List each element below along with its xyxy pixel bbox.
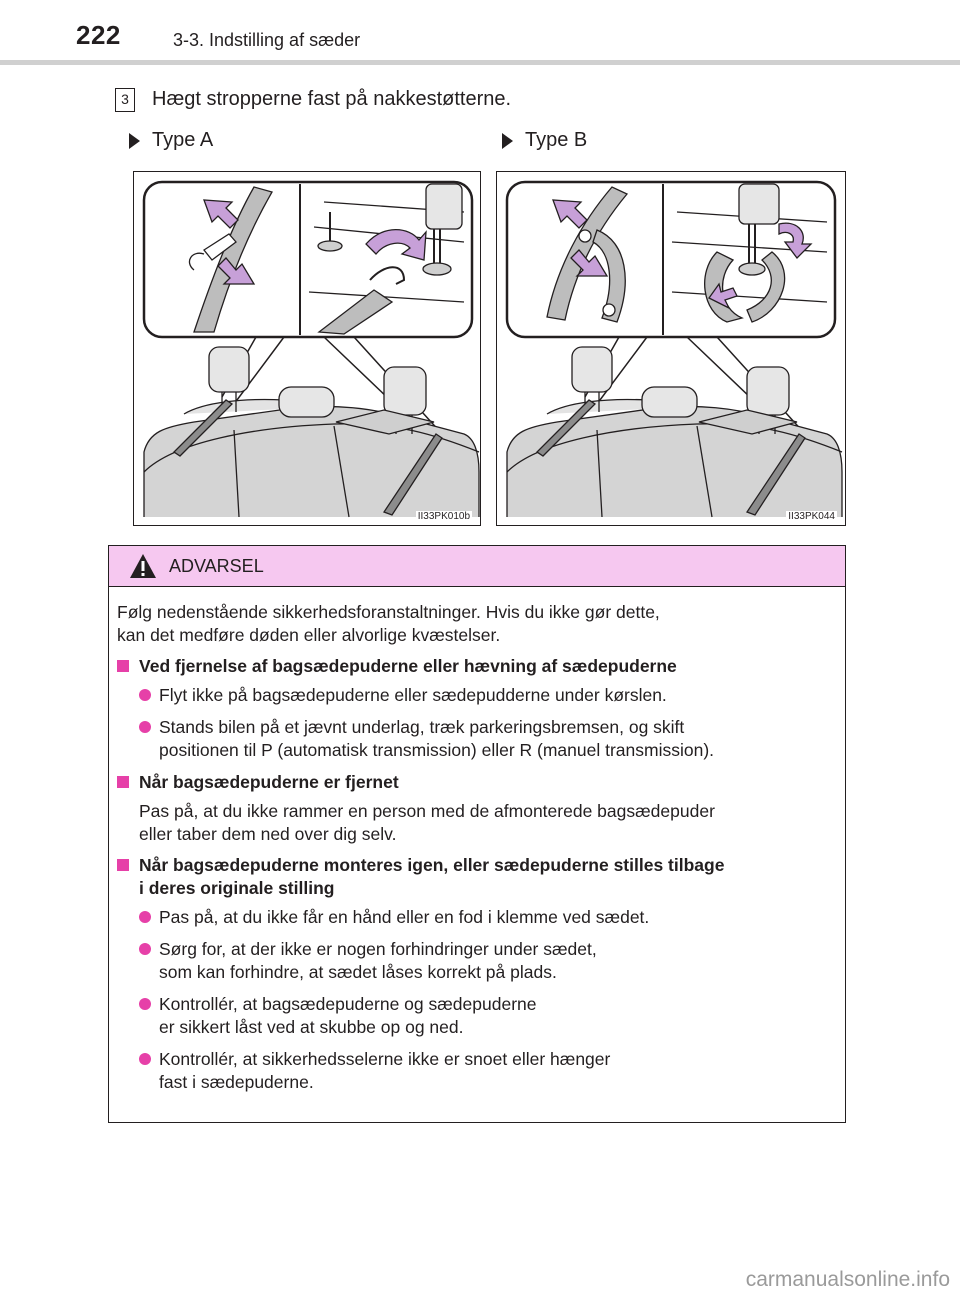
section-heading: Når bagsædepuderne monteres igen, eller … xyxy=(117,854,837,900)
type-a-text: Type A xyxy=(152,129,214,151)
section-title: 3-3. Indstilling af sæder xyxy=(173,30,361,50)
page-number: 222 xyxy=(76,20,121,50)
square-bullet-icon xyxy=(117,859,129,871)
warning-intro: Følg nedenstående sikkerhedsforanstaltni… xyxy=(117,602,660,645)
figure-code: II33PK010b xyxy=(415,511,472,522)
seat-strap-illustration-a xyxy=(142,180,480,518)
header-divider xyxy=(0,60,960,65)
square-bullet-icon xyxy=(117,776,129,788)
square-bullet-icon xyxy=(117,660,129,672)
section-heading: Når bagsædepuderne er fjernet xyxy=(117,771,837,794)
list-item: Kontrollér, at bagsædepuderne og sædepud… xyxy=(139,993,837,1039)
warning-triangle-icon xyxy=(130,554,156,578)
circle-bullet-icon xyxy=(139,1053,151,1065)
seat-strap-illustration-b xyxy=(505,180,843,518)
type-b-label: Type B xyxy=(502,129,587,152)
list-item: Sørg for, at der ikke er nogen forhindri… xyxy=(139,938,837,984)
warning-title: ADVARSEL xyxy=(169,555,264,576)
circle-bullet-icon xyxy=(139,689,151,701)
watermark: carmanualsonline.info xyxy=(745,1268,950,1291)
figure-type-a: II33PK010b xyxy=(133,171,481,526)
circle-bullet-icon xyxy=(139,911,151,923)
list-item: Flyt ikke på bagsædepuderne eller sædepu… xyxy=(139,684,837,707)
warning-header: ADVARSEL xyxy=(109,546,845,587)
section-paragraph: Pas på, at du ikke rammer en person med … xyxy=(139,801,715,844)
warning-box: ADVARSEL Følg nedenstående sikkerhedsfor… xyxy=(108,545,846,1123)
circle-bullet-icon xyxy=(139,943,151,955)
type-a-label: Type A xyxy=(129,129,213,152)
figure-type-b: II33PK044 xyxy=(496,171,846,526)
list-item: Stands bilen på et jævnt underlag, træk … xyxy=(139,716,837,762)
list-item: Kontrollér, at sikkerhedsselerne ikke er… xyxy=(139,1048,837,1094)
figure-code: II33PK044 xyxy=(786,511,837,522)
circle-bullet-icon xyxy=(139,721,151,733)
step-instruction: Hægt stropperne fast på nakkestøtterne. xyxy=(152,88,512,110)
section-heading: Ved fjernelse af bagsædepuderne eller hæ… xyxy=(117,655,837,678)
warning-body: Følg nedenstående sikkerhedsforanstaltni… xyxy=(109,587,845,1094)
circle-bullet-icon xyxy=(139,998,151,1010)
step-number-box: 3 xyxy=(115,88,135,112)
list-item: Pas på, at du ikke får en hånd eller en … xyxy=(139,906,837,929)
triangle-bullet-icon xyxy=(502,132,513,149)
type-b-text: Type B xyxy=(525,129,588,151)
triangle-bullet-icon xyxy=(129,132,140,149)
